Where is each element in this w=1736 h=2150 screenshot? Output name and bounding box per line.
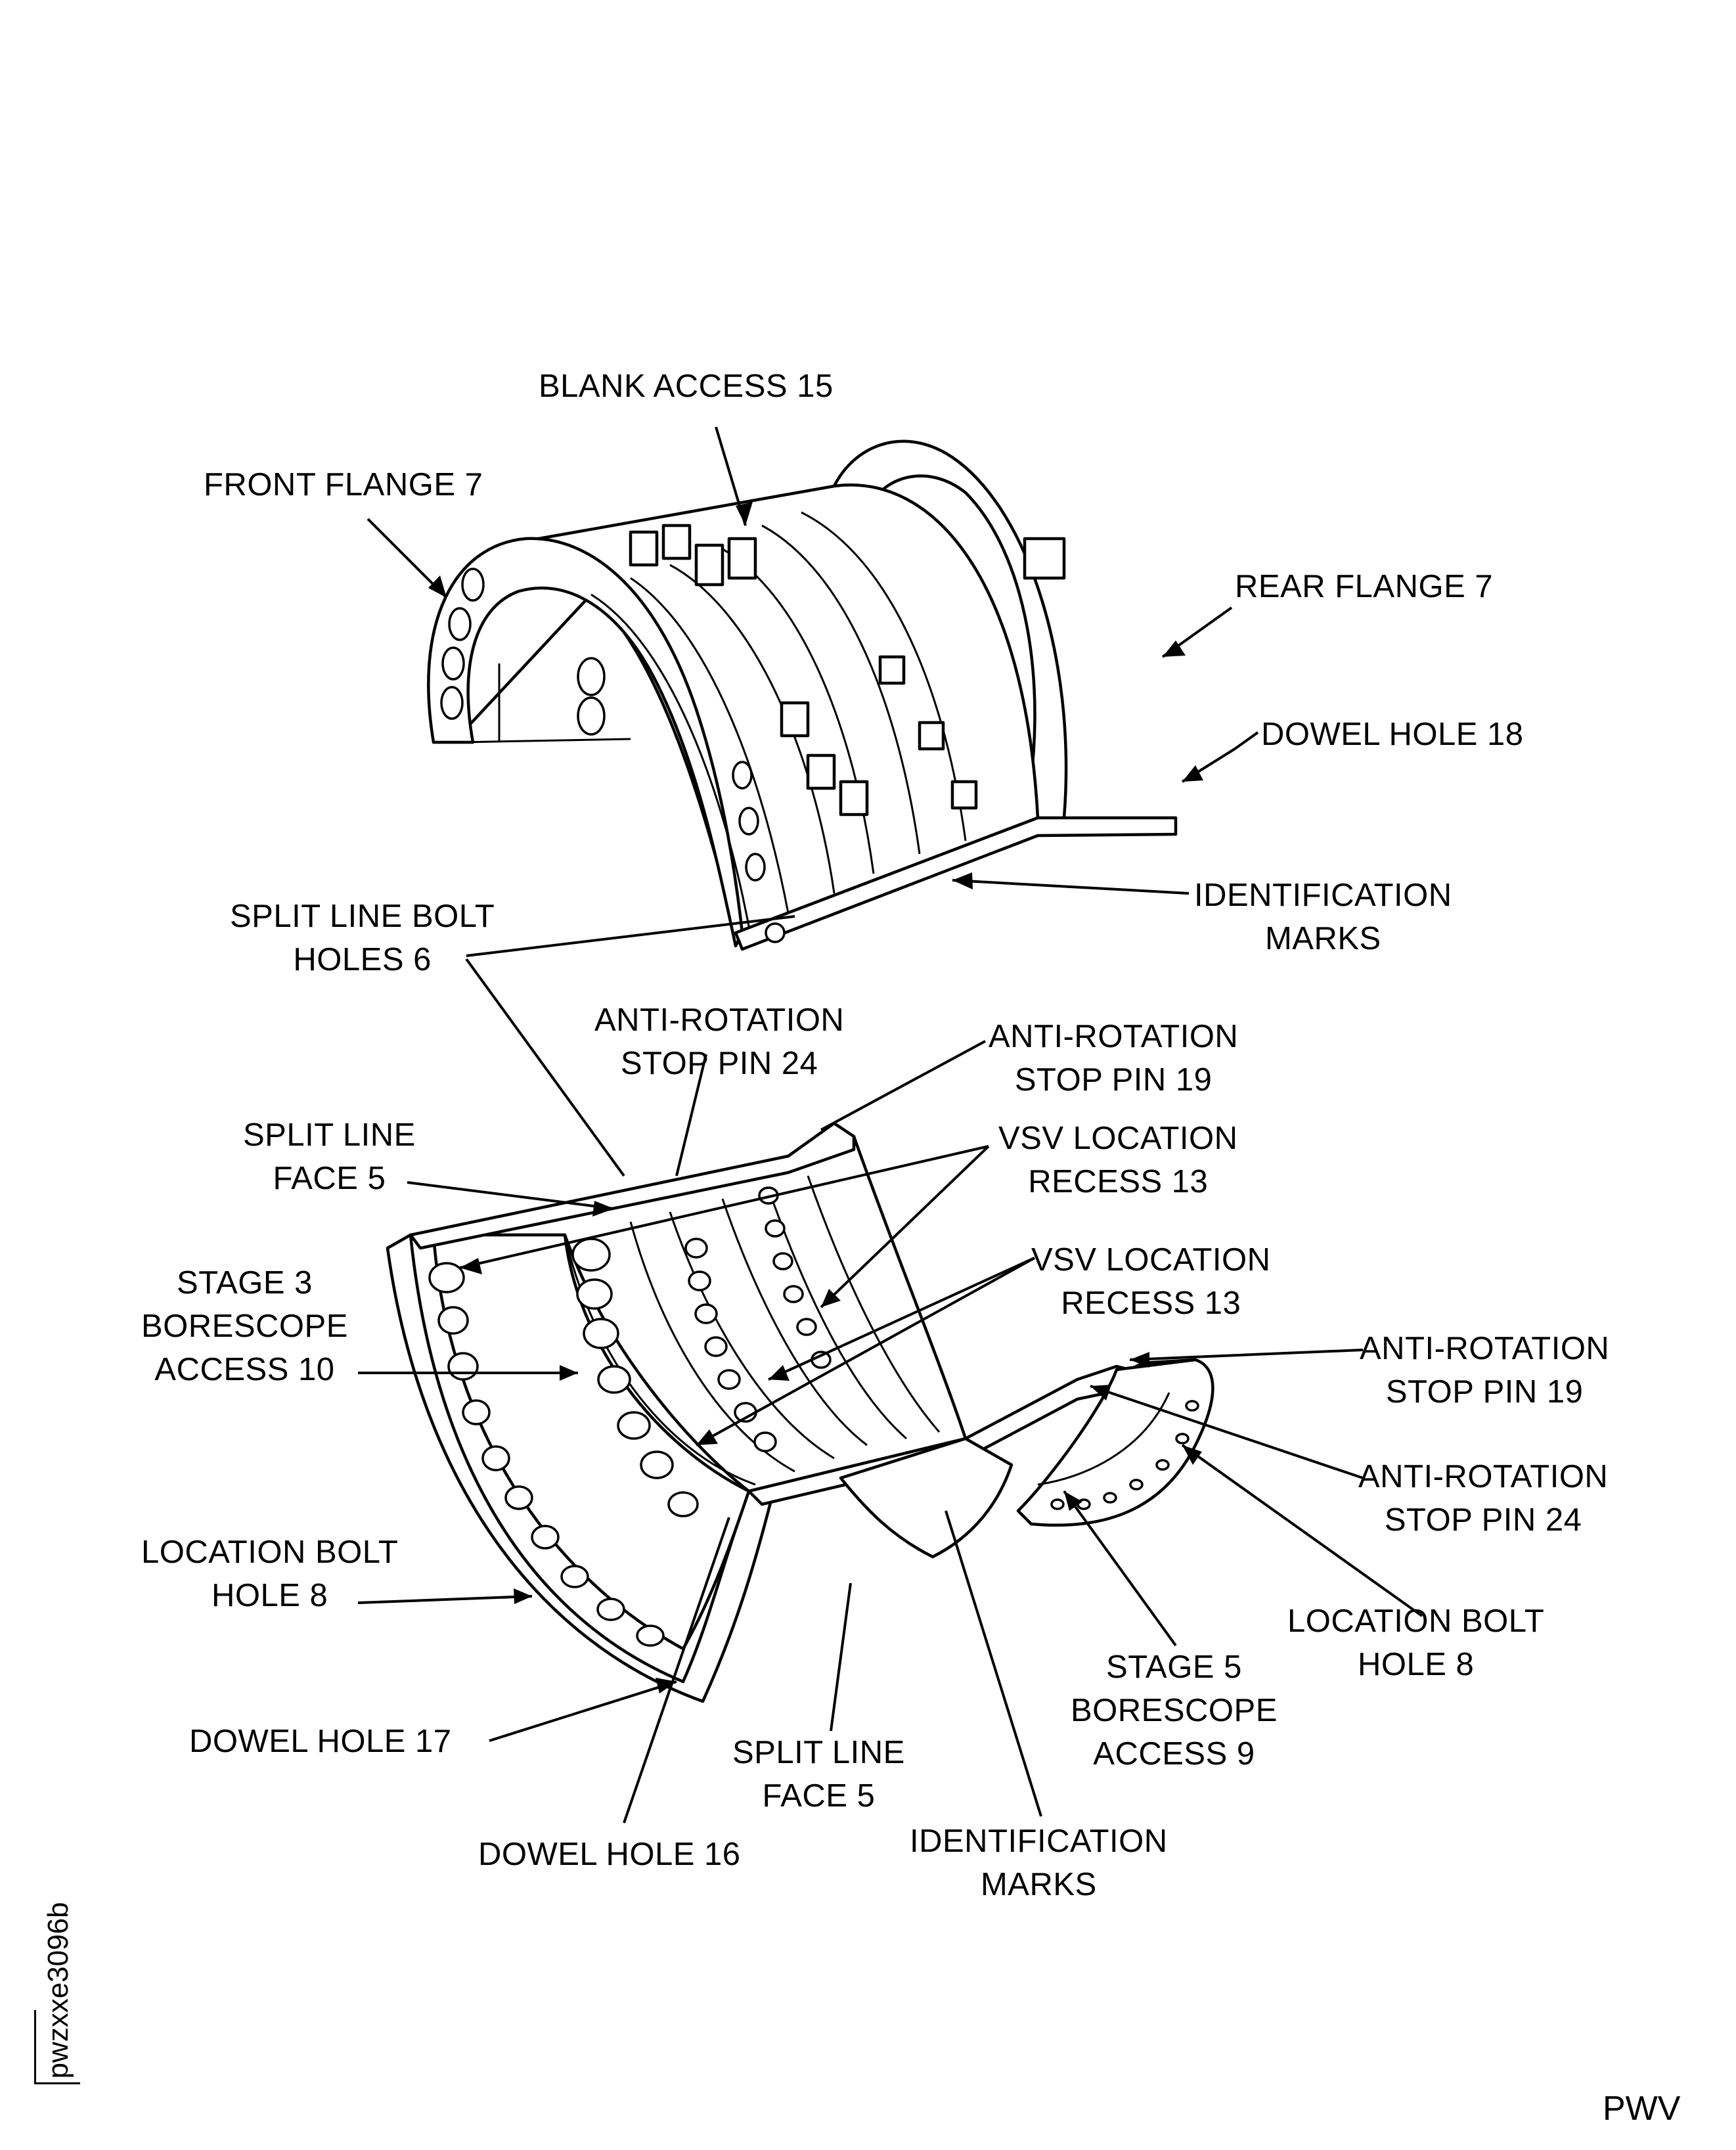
callout-vsv-recess-lower: VSV LOCATION RECESS 13 (1031, 1242, 1271, 1321)
lower-stage4-holes (684, 1238, 777, 1452)
lower-rear-holes (1050, 1400, 1199, 1510)
callout-identification-marks-lower: IDENTIFICATION MARKS (910, 1824, 1168, 1902)
callout-dowel-hole-17: DOWEL HOLE 17 (189, 1724, 452, 1759)
callout-stage-5-borescope: STAGE 5 BORESCOPE ACCESS 9 (1071, 1649, 1278, 1772)
callout-vsv-recess-upper: VSV LOCATION RECESS 13 (998, 1121, 1238, 1199)
callout-blank-access: BLANK ACCESS 15 (539, 369, 834, 404)
callout-split-line-face-bottom: SPLIT LINE FACE 5 (732, 1735, 905, 1814)
callout-anti-rotation-19-right: ANTI-ROTATION STOP PIN 19 (1360, 1331, 1610, 1410)
callout-location-bolt-hole-left: LOCATION BOLT HOLE 8 (141, 1534, 399, 1613)
callout-split-line-face-left: SPLIT LINE FACE 5 (243, 1117, 416, 1196)
callout-split-line-bolt-holes: SPLIT LINE BOLT HOLES 6 (230, 899, 495, 977)
callout-anti-rotation-24-top: ANTI-ROTATION STOP PIN 24 (594, 1002, 845, 1081)
callout-location-bolt-hole-right: LOCATION BOLT HOLE 8 (1287, 1603, 1545, 1682)
upper-front-flange (427, 537, 744, 948)
callout-anti-rotation-24-right: ANTI-ROTATION STOP PIN 24 (1358, 1459, 1609, 1538)
callout-front-flange: FRONT FLANGE 7 (204, 467, 483, 503)
leader-arrowheads (428, 502, 1203, 1693)
callout-stage-3-borescope: STAGE 3 BORESCOPE ACCESS 10 (141, 1265, 348, 1387)
callout-rear-flange: REAR FLANGE 7 (1235, 569, 1494, 604)
callout-identification-marks-upper: IDENTIFICATION MARKS (1194, 878, 1452, 956)
figure-code-bracket-vertical (34, 2010, 36, 2082)
figure-code: pwzxxe3096b (42, 1902, 74, 2079)
callout-anti-rotation-19-top: ANTI-ROTATION STOP PIN 19 (989, 1019, 1239, 1098)
corner-mark: PWV (1603, 2090, 1681, 2128)
upper-split-rail (734, 816, 1178, 951)
callout-dowel-hole-16: DOWEL HOLE 16 (478, 1837, 741, 1872)
lower-split-rail-top (409, 1121, 856, 1250)
figure-code-bracket (34, 2082, 80, 2084)
lower-case-half (386, 1121, 1214, 1703)
upper-flange-holes (440, 568, 786, 943)
figure-code-block: pwzxxe3096b (29, 1885, 88, 2102)
lower-stage5-holes (758, 1186, 832, 1369)
upper-case-half (427, 439, 1178, 951)
upper-vane-lugs (629, 524, 1066, 817)
leader-lines (357, 426, 1423, 1824)
callout-dowel-hole-18: DOWEL HOLE 18 (1261, 717, 1524, 752)
lower-center-stages (839, 1437, 1013, 1559)
lower-stage3-holes (571, 1238, 699, 1517)
